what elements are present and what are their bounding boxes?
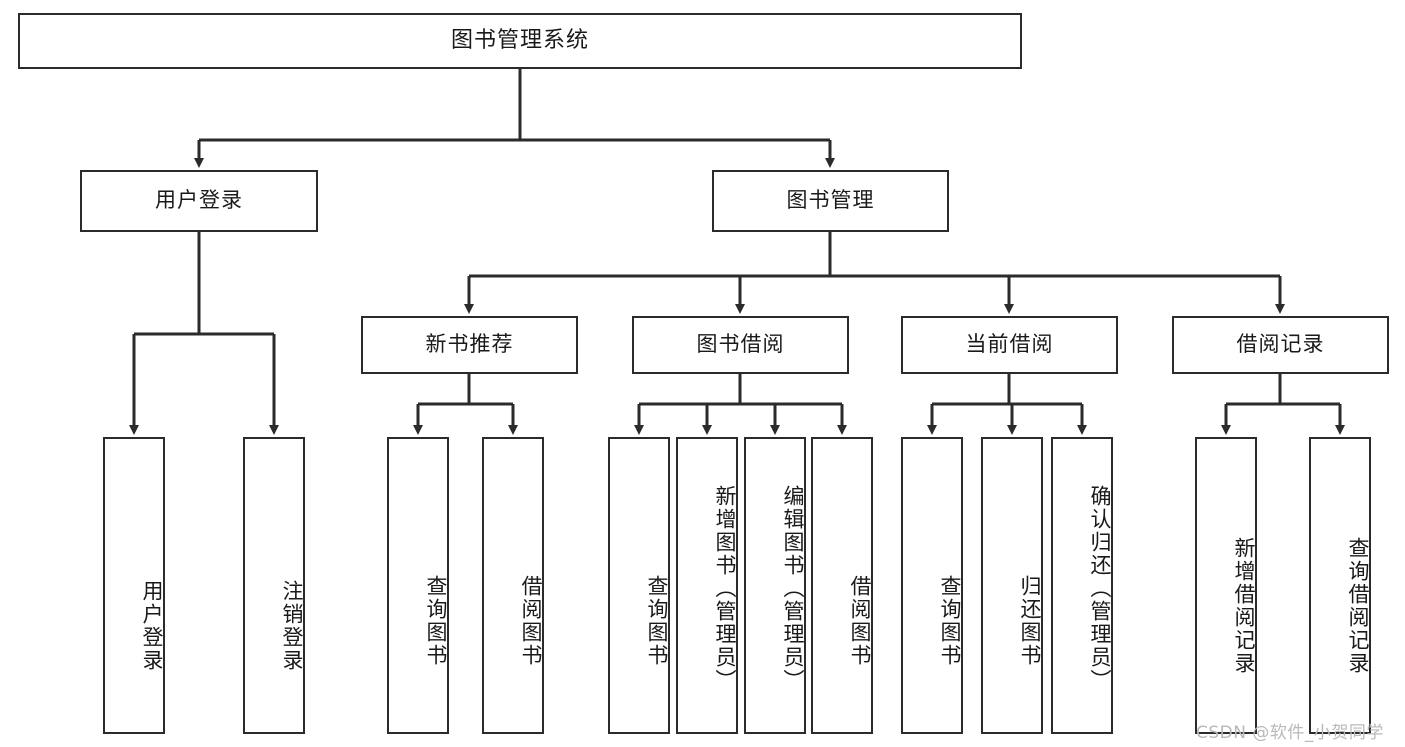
node-current-borrow-label: 当前借阅 [965,332,1054,357]
node-leaf-add-book-admin[interactable]: 新增图书（管理员） [676,437,738,734]
node-book-borrow-label: 图书借阅 [696,332,785,357]
node-leaf-borrow-book[interactable]: 借阅图书 [811,437,873,734]
csdn-watermark: CSDN @软件_小贺同学 [1196,718,1384,743]
node-leaf-query-borrow-record[interactable]: 查询借阅记录 [1309,437,1371,734]
node-leaf-query-book-borrow-label: 查询图书 [645,574,669,667]
node-leaf-user-logout[interactable]: 注销登录 [243,437,305,734]
node-leaf-edit-book-admin[interactable]: 编辑图书（管理员） [744,437,806,734]
node-leaf-borrow-book-label: 借阅图书 [848,574,872,667]
node-leaf-borrow-book-rec-label: 借阅图书 [519,574,543,667]
node-leaf-query-book-cur-label: 查询图书 [938,574,962,667]
node-borrow-record-label: 借阅记录 [1236,332,1325,357]
node-current-borrow[interactable]: 当前借阅 [901,316,1118,374]
node-book-manage-label: 图书管理 [786,188,875,213]
node-leaf-add-book-admin-label: 新增图书（管理员） [713,485,737,692]
node-book-borrow[interactable]: 图书借阅 [632,316,849,374]
node-leaf-confirm-return-admin[interactable]: 确认归还（管理员） [1051,437,1113,734]
node-new-book-recommend[interactable]: 新书推荐 [361,316,578,374]
node-leaf-add-borrow-record[interactable]: 新增借阅记录 [1195,437,1257,734]
node-user-login-label: 用户登录 [155,188,243,213]
node-leaf-user-logout-label: 注销登录 [280,579,304,672]
node-root[interactable]: 图书管理系统 [18,13,1022,69]
node-leaf-user-login[interactable]: 用户登录 [103,437,165,734]
node-leaf-edit-book-admin-label: 编辑图书（管理员） [781,485,805,692]
csdn-watermark-text: CSDN @软件_小贺同学 [1196,723,1384,743]
node-leaf-borrow-book-rec[interactable]: 借阅图书 [482,437,544,734]
node-leaf-add-borrow-record-label: 新增借阅记录 [1232,536,1256,675]
node-leaf-return-book[interactable]: 归还图书 [981,437,1043,734]
node-new-book-recommend-label: 新书推荐 [425,332,514,357]
node-leaf-query-book-borrow[interactable]: 查询图书 [608,437,670,734]
node-leaf-query-book-rec-label: 查询图书 [424,574,448,667]
node-leaf-confirm-return-admin-label: 确认归还（管理员） [1088,485,1112,692]
node-leaf-query-book-cur[interactable]: 查询图书 [901,437,963,734]
node-leaf-return-book-label: 归还图书 [1018,574,1042,667]
node-root-label: 图书管理系统 [450,27,589,53]
node-leaf-user-login-label: 用户登录 [140,579,164,672]
node-leaf-query-borrow-record-label: 查询借阅记录 [1346,536,1370,675]
node-book-manage[interactable]: 图书管理 [712,170,949,232]
node-borrow-record[interactable]: 借阅记录 [1172,316,1389,374]
node-leaf-query-book-rec[interactable]: 查询图书 [387,437,449,734]
node-user-login[interactable]: 用户登录 [80,170,318,232]
